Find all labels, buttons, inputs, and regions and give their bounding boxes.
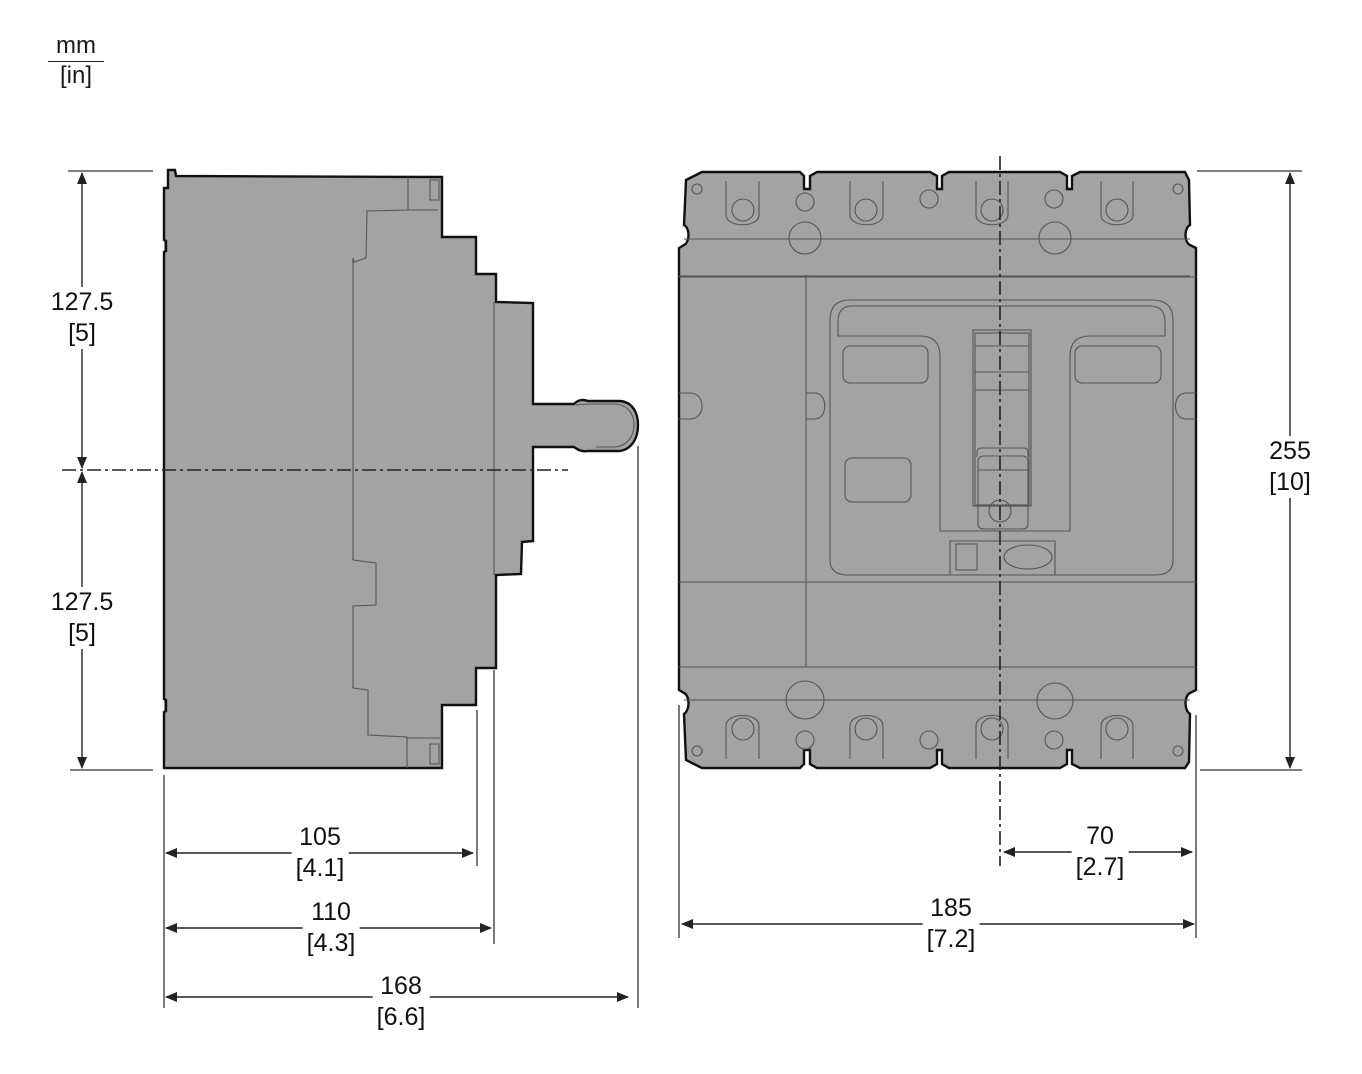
dim-depth-front-face: 105 [4.1] <box>291 822 349 884</box>
dim-depth-cover: 110 [4.3] <box>302 897 360 959</box>
dim-value-mm: 127.5 <box>50 288 114 316</box>
dim-value-mm: 105 <box>299 823 341 851</box>
units-legend: mm [in] <box>48 32 104 90</box>
dim-value-mm: 70 <box>1086 822 1114 850</box>
dim-value-in: [5] <box>68 319 96 347</box>
dim-value-in: [7.2] <box>926 925 976 953</box>
dim-front-width: 185 [7.2] <box>922 893 980 955</box>
dim-value-mm: 185 <box>930 894 972 922</box>
dim-side-lower-height: 127.5 [5] <box>46 587 118 649</box>
dim-value-in: [2.7] <box>1075 853 1125 881</box>
dim-depth-overall: 168 [6.6] <box>372 971 430 1033</box>
unit-secondary: [in] <box>59 62 92 89</box>
unit-primary: mm <box>48 32 104 62</box>
dim-value-mm: 127.5 <box>50 588 114 616</box>
side-view <box>162 168 640 770</box>
dim-value-in: [4.3] <box>306 929 356 957</box>
dim-value-in: [4.1] <box>295 854 345 882</box>
dim-value-in: [10] <box>1269 468 1311 496</box>
dim-side-upper-height: 127.5 [5] <box>46 287 118 349</box>
dim-front-height: 255 [10] <box>1265 436 1315 498</box>
dim-value-mm: 110 <box>311 898 351 926</box>
front-view <box>677 170 1198 770</box>
dim-value-mm: 168 <box>380 972 422 1000</box>
dim-front-center-edge: 70 [2.7] <box>1071 821 1129 883</box>
dim-value-in: [6.6] <box>376 1003 426 1031</box>
side-body <box>164 170 638 768</box>
dim-value-in: [5] <box>68 619 96 647</box>
side-outline <box>162 168 640 770</box>
dim-value-mm: 255 <box>1269 437 1311 465</box>
